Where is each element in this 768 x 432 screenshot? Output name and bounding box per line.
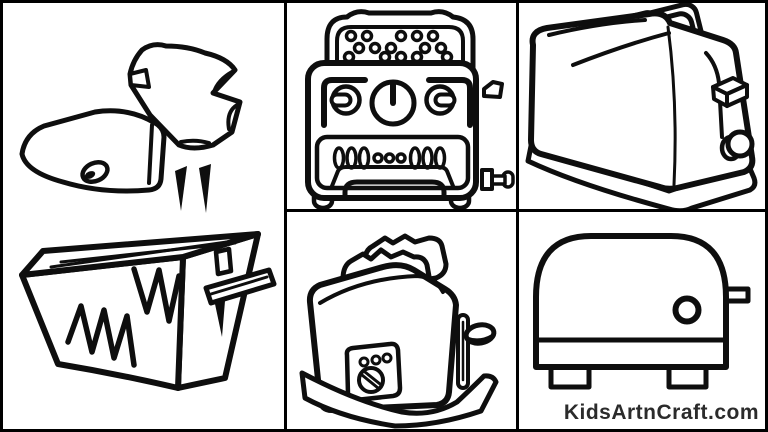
panel-side-toaster (519, 212, 765, 429)
classic-toaster-drawing (525, 3, 758, 209)
panel-retro-toaster (287, 3, 516, 209)
zigzag-decoration-left (65, 303, 137, 368)
side-plug (480, 168, 515, 191)
side-knob (672, 295, 702, 325)
panel-cartoon-toaster (3, 3, 284, 429)
flying-toast-illustration (19, 42, 243, 194)
retro-toaster-body (305, 60, 515, 209)
lever-knob (711, 76, 749, 108)
side-lever (482, 80, 504, 99)
cartoon-toaster-body (19, 231, 277, 391)
dotted-toast-slice (324, 9, 476, 72)
classic-toaster-body (528, 10, 756, 192)
side-view-toaster-drawing (533, 233, 751, 390)
grid-divider-vertical-left (284, 0, 287, 432)
retro-dial-toaster-drawing (305, 9, 515, 209)
browning-knob (719, 129, 755, 162)
watermark-text: KidsArtnCraft.com (563, 401, 759, 424)
panel-classic-toaster (519, 3, 765, 209)
toaster-lever-mount (213, 246, 234, 277)
motion-lines (175, 164, 211, 213)
cartoon-toaster-popping-toast-drawing (19, 42, 277, 391)
zigzag-decoration-right (131, 266, 182, 324)
panel-indicator-dots (358, 352, 393, 368)
grid-divider-horizontal (284, 209, 768, 212)
panel-toaster-with-toast (287, 212, 516, 429)
toaster-with-toast-drawing (299, 233, 499, 429)
serving-tray (299, 370, 499, 429)
slot-rim (571, 31, 671, 67)
dome-toaster-body (533, 233, 729, 370)
grid-divider-vertical-right (516, 0, 519, 432)
